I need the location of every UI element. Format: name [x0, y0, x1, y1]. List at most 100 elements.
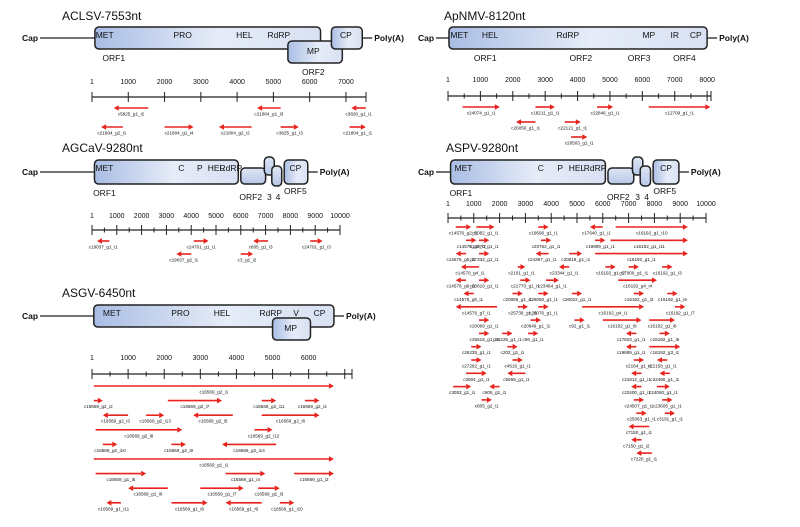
tick-label: 1	[90, 79, 94, 86]
domain-label-met: MET	[95, 163, 113, 173]
tick-label: 1000	[109, 213, 125, 220]
contig-label: c14576_g5_i1	[446, 257, 475, 262]
contig-arrow: c23464_g1_i1	[538, 277, 567, 289]
contig-label: c14570_g4_i1	[455, 270, 484, 275]
contig-label: c16569_g2_i8	[125, 433, 154, 438]
contig-arrow: c21804_g2_i1	[98, 124, 127, 136]
cp-box: CP	[283, 159, 309, 185]
tick-label: 1000	[473, 77, 489, 84]
contig-label: c16569_g1_i6	[134, 492, 163, 497]
orf-label: ORF5	[653, 186, 676, 196]
contig-arrow: c16569_g1_i7	[200, 485, 244, 497]
contig-label: c3604_g1_i1	[463, 377, 490, 382]
polya-label: Poly(A)	[374, 33, 404, 43]
contig-arrow: c24701_g1_i1	[187, 238, 216, 250]
contig-arrow: c16569_g2_i1	[93, 383, 334, 395]
tick-label: 4000	[570, 77, 586, 84]
tick-label: 9000	[307, 213, 323, 220]
arrow-head	[267, 427, 273, 433]
arrow-head	[636, 317, 642, 323]
arrow-head	[533, 330, 539, 337]
cap-label: Cap	[22, 33, 38, 43]
contig-label: c25516_g1_i1	[470, 337, 499, 342]
contig-label: c19037_g2_i1	[169, 258, 198, 263]
domain-label-cp: CP	[690, 30, 702, 40]
arrow-head	[351, 105, 357, 111]
tick-label: 4000	[229, 355, 245, 362]
contig-label: c16569_g1_i3	[255, 492, 284, 497]
arrow-head	[517, 290, 523, 297]
contig-label: c21804_g1_i1	[343, 131, 372, 136]
contig-label: c20818_g1_i1	[561, 257, 590, 262]
contig-arrow: c20816_g1_i1	[470, 277, 499, 289]
genome-title: ApNMV-8120nt	[444, 9, 526, 23]
contig-label: c16192_g4_i1	[599, 310, 628, 315]
arrow-head	[159, 412, 165, 418]
contig-arrow: c21812_g1_i1	[622, 370, 651, 382]
domain-label-p: P	[557, 163, 563, 173]
contig-arrow: c3_g1_i2	[238, 251, 257, 263]
contig-arrow: c18211_g1_i1	[531, 104, 560, 116]
arrow-head	[543, 224, 549, 230]
arrow-head	[486, 397, 492, 403]
contig-label: c27332_g1_i1	[470, 257, 499, 262]
contig-label: c16569_g2_i5	[199, 419, 228, 424]
orf2-box	[607, 167, 635, 185]
tick-label: 2000	[156, 355, 172, 362]
contig-arrow: c21804_g2_i2	[218, 124, 252, 136]
contig-arrow: c3053_g1_i1	[449, 383, 476, 395]
cap-label: Cap	[418, 33, 434, 43]
contig-arrow: c605_g1_i1	[483, 383, 507, 395]
contig-label: c26225_g1_i1	[493, 337, 522, 342]
genome-title: AGCaV-9280nt	[62, 141, 143, 155]
contig-label: c27292_g1_i1	[462, 364, 491, 369]
arrow-head	[222, 441, 227, 448]
arrow-head	[525, 277, 531, 283]
contig-label: c19899_g1_i1	[617, 350, 646, 355]
contig-label: c16192_g4_i4	[623, 284, 652, 289]
contig-arrow: c21770_g1_i1	[511, 277, 540, 289]
arrow-head	[177, 427, 183, 433]
arrow-head	[639, 290, 645, 297]
contig-label: c16569_g2_i13	[139, 419, 171, 424]
cp-box-shape	[283, 159, 309, 185]
contig-arrow: c20818_g1_i1	[561, 250, 591, 262]
arrow-head	[238, 485, 244, 491]
tick-label: 4000	[229, 79, 245, 86]
contig-label: c1082_g1_i1	[472, 231, 499, 236]
orf-label: ORF2	[302, 67, 325, 77]
contig-label: c16192_g1_i3	[624, 297, 653, 302]
arrow-head	[517, 357, 523, 363]
contig-label: c16569_g1_i10	[271, 506, 303, 511]
contig-arrow: c16192_g1_i10	[615, 224, 688, 236]
orf2-box-shape	[240, 167, 267, 185]
contig-label: c21812_g1_i1	[622, 377, 651, 382]
domain-label-hel: HEL	[482, 30, 499, 40]
arrow-head	[193, 412, 199, 418]
contig-arrow: c21804_g1_i4	[164, 124, 194, 136]
arrow-head	[682, 237, 688, 244]
contig-label: c22400_g1_i1	[622, 390, 651, 395]
contig-label: c16569_g1_i11	[98, 506, 130, 511]
contig-arrow: c21804_g1_i1	[343, 124, 373, 136]
orf-label: 3	[267, 192, 272, 202]
arrow-head	[579, 317, 585, 323]
contig-arrow: c16569_g1_i4	[225, 470, 266, 482]
contig-arrow: c16569_g1_i11	[98, 500, 130, 511]
tick-label: 3000	[193, 355, 209, 362]
tick-label: 7000	[338, 79, 354, 86]
contig-arrow: c22400_g1_i1	[622, 383, 651, 395]
arrow-head	[636, 450, 642, 456]
contig-label: c19899_g1_i1	[586, 244, 615, 249]
arrow-head	[217, 397, 222, 404]
arrow-head	[102, 412, 108, 418]
orf1-box-shape	[449, 159, 607, 185]
contig-arrow: c16569_g2_i9	[164, 441, 194, 453]
domain-label-pro: PRO	[171, 308, 190, 318]
